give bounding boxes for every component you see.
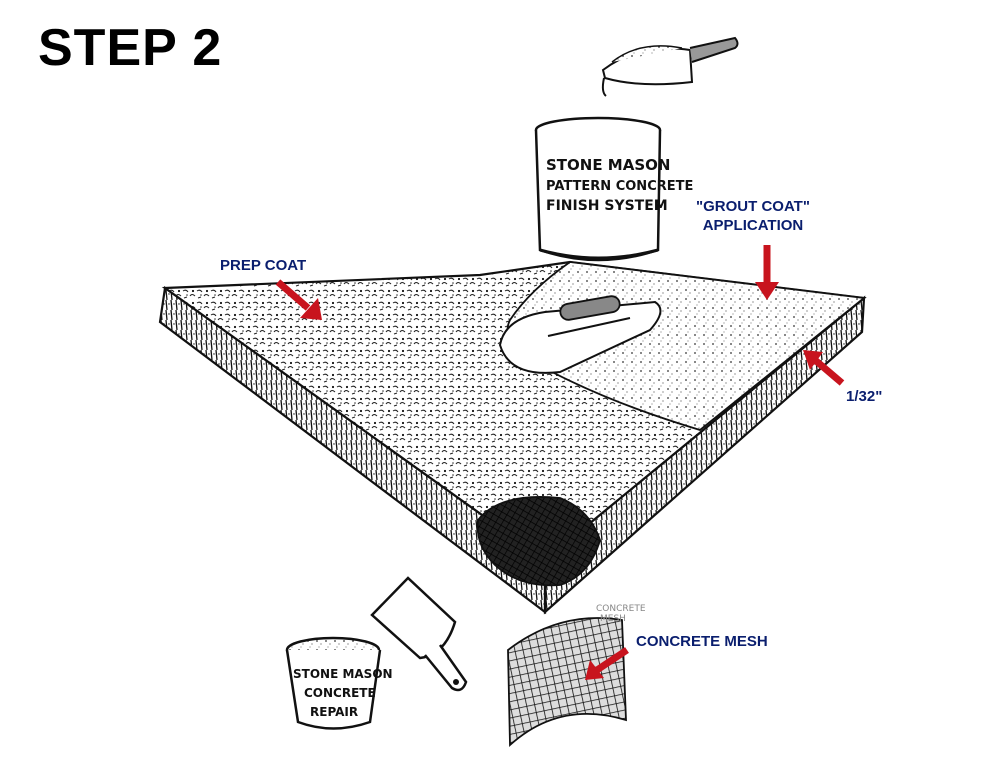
grout-coat-label-line1: "GROUT COAT" xyxy=(696,198,810,215)
prep-coat-label: PREP COAT xyxy=(220,257,307,274)
scoop-icon xyxy=(601,36,739,97)
thickness-arrow-icon xyxy=(803,350,845,386)
large-can-label-line2: PATTERN CONCRETE xyxy=(546,179,693,194)
grout-coat-label: "GROUT COAT" APPLICATION xyxy=(696,197,810,235)
large-can-label-line1: STONE MASON xyxy=(546,156,670,174)
grout-coat-label-line2: APPLICATION xyxy=(702,217,804,234)
mesh-icon xyxy=(507,617,627,747)
small-can-label-line2: CONCRETE xyxy=(304,686,376,700)
small-can-label-line3: REPAIR xyxy=(310,705,358,719)
prep-coat-arrow-icon xyxy=(275,279,322,320)
mesh-sketch-label-line2: MESH xyxy=(600,614,626,624)
concrete-slab xyxy=(158,260,867,615)
mesh-sketch-label-line1: CONCRETE xyxy=(596,604,646,614)
can-icon xyxy=(534,116,662,262)
repair-can-icon xyxy=(285,636,382,730)
thickness-label: 1/32" xyxy=(846,388,883,405)
trowel-icon xyxy=(498,295,662,374)
page-title: STEP 2 xyxy=(38,19,223,77)
grout-coat-arrow-icon xyxy=(755,245,779,300)
putty-knife-icon xyxy=(370,576,468,692)
callout-arrows xyxy=(275,245,845,680)
large-can-label-line3: FINISH SYSTEM xyxy=(546,198,668,214)
concrete-mesh-label: CONCRETE MESH xyxy=(636,633,768,650)
small-can-label-line1: STONE MASON xyxy=(293,667,393,681)
mesh-arrow-icon xyxy=(585,647,629,680)
repair-patch xyxy=(476,496,601,587)
